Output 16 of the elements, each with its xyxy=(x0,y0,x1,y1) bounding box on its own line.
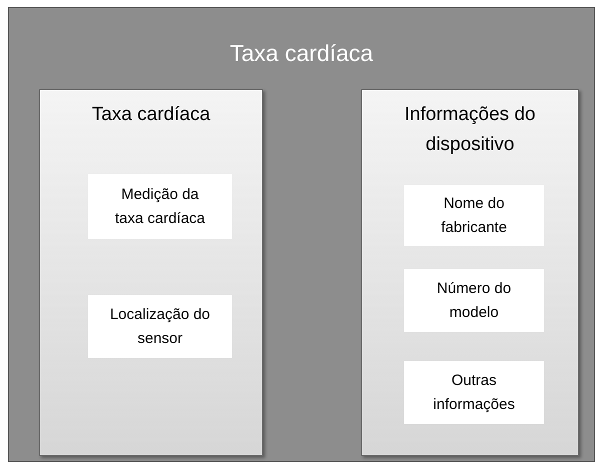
group-panel xyxy=(39,89,263,456)
container-heading: Taxa cardíaca xyxy=(228,39,374,68)
panel-heading: Taxa cardíaca xyxy=(90,103,212,127)
item-box xyxy=(88,174,232,239)
item-box xyxy=(404,269,544,332)
item-label: Número do modelo xyxy=(436,278,512,322)
item-label: Medição da taxa cardíaca xyxy=(114,184,206,228)
panel-heading: Informações do dispositivo xyxy=(404,103,536,157)
outer-container xyxy=(8,7,595,462)
item-box xyxy=(404,185,544,246)
item-label: Outras informações xyxy=(432,370,516,414)
item-box xyxy=(88,295,232,358)
item-box xyxy=(404,361,544,424)
group-panel xyxy=(361,89,579,456)
item-label: Localização do sensor xyxy=(108,304,212,348)
item-label: Nome do fabricante xyxy=(440,194,508,238)
